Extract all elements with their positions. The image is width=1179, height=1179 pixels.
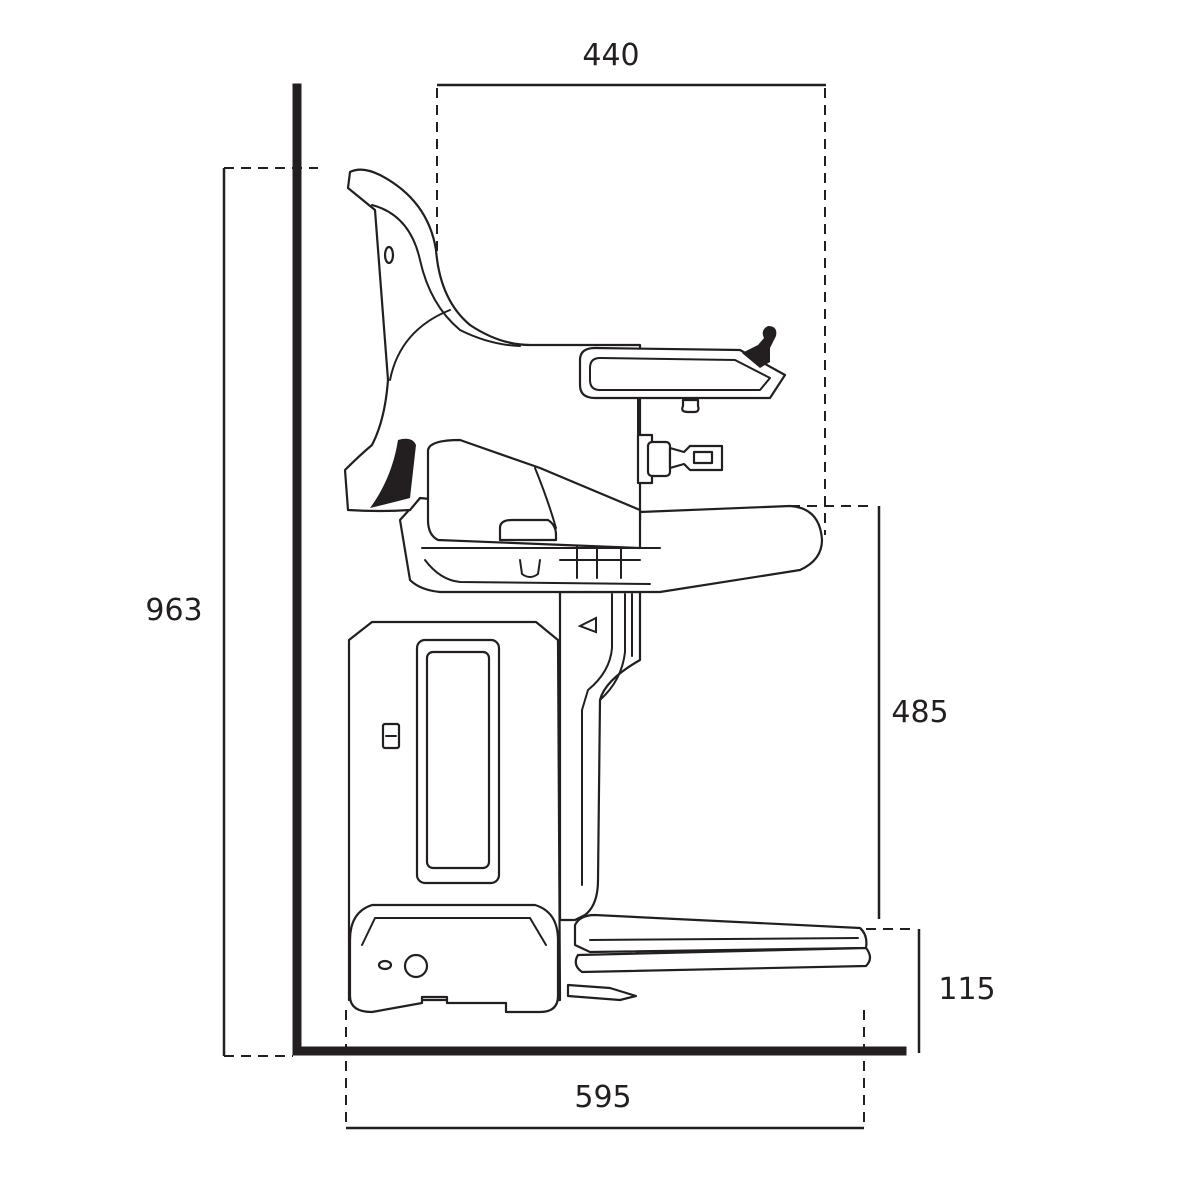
bumper-hole-large	[403, 953, 429, 979]
dimension-top-width: 440	[436, 38, 826, 535]
column-body	[558, 590, 642, 922]
dimension-footrest-height: 115	[866, 928, 996, 1053]
swivel-lever	[636, 433, 724, 485]
footrest-plate	[573, 913, 868, 954]
motor-unit	[347, 620, 562, 1014]
footrest-lower-plate	[574, 946, 872, 974]
armrest-pivot	[681, 398, 700, 414]
dimension-seat-height: 485	[790, 505, 949, 919]
dimension-total-height: 963	[145, 167, 318, 1057]
seat-back	[343, 168, 642, 550]
backrest-hole	[383, 245, 395, 265]
dimension-label-total-height: 963	[145, 593, 202, 628]
joystick-icon	[742, 326, 777, 368]
dimension-label-footrest-height: 115	[938, 972, 995, 1007]
footrest-bracket	[566, 983, 638, 1002]
armrest	[578, 326, 787, 441]
bolster-shading	[370, 438, 416, 508]
motor-window-inner	[425, 650, 491, 870]
wall-and-floor	[292, 83, 907, 1056]
bumper-cover	[348, 903, 560, 1014]
dimension-label-bottom-depth: 595	[574, 1080, 631, 1115]
dimension-label-seat-height: 485	[891, 695, 948, 730]
lever-body	[646, 440, 672, 478]
column-badge-icon	[577, 616, 597, 634]
seat-side-pocket	[498, 518, 558, 542]
support-column	[558, 590, 642, 922]
lever-slot-icon	[692, 450, 714, 465]
seat-side-panel	[426, 438, 642, 550]
stairlift-illustration	[343, 168, 872, 1014]
bumper-hole-small	[377, 959, 393, 971]
footrest	[566, 913, 872, 1002]
dimension-label-top-width: 440	[582, 38, 639, 73]
dimension-bottom-depth: 595	[345, 1010, 865, 1130]
